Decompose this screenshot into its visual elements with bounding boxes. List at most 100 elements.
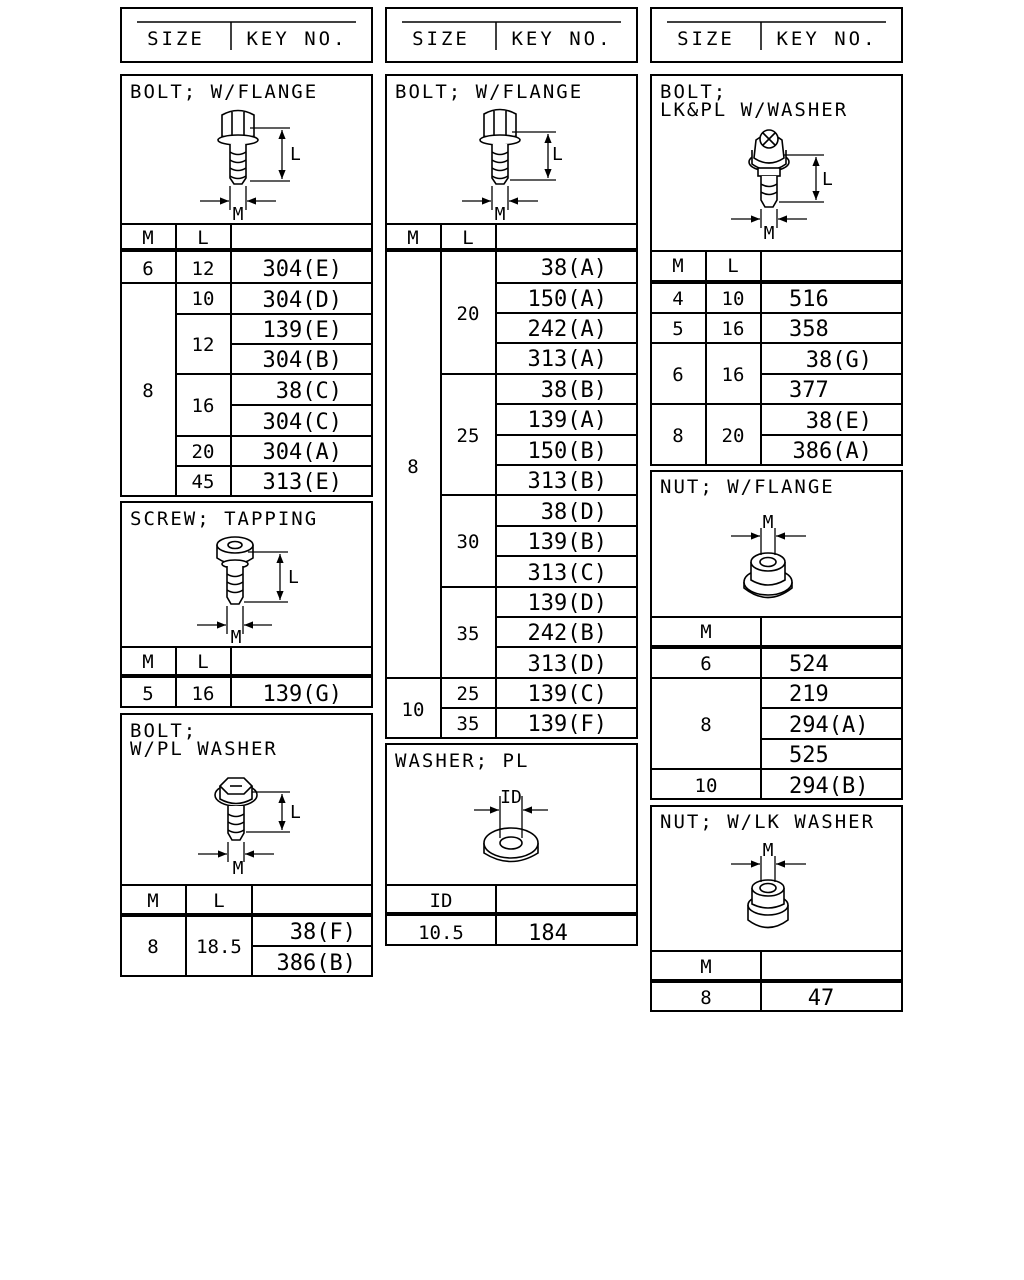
- key-no: 294(B): [789, 774, 868, 799]
- l-value: 12: [192, 258, 215, 280]
- lockwasher-nut-icon: [731, 856, 806, 929]
- panel-title: W/PL WASHER: [130, 738, 278, 760]
- column-header-m: M: [700, 621, 711, 643]
- key-no: 139(D): [528, 591, 607, 616]
- column-header-m: M: [700, 956, 711, 978]
- key-no: 139(C): [528, 682, 607, 707]
- dimension-label: L: [290, 144, 301, 165]
- dimension-label: L: [822, 169, 833, 190]
- l-value: 16: [192, 395, 215, 417]
- key-no: 304(D): [263, 288, 342, 313]
- key-no: 219: [789, 682, 829, 707]
- panel-title: BOLT; W/FLANGE: [395, 81, 583, 103]
- column-header-l: L: [727, 255, 738, 277]
- dimension-label: M: [231, 627, 242, 648]
- panel-title: NUT; W/LK WASHER: [660, 811, 875, 833]
- key-no: 139(A): [528, 408, 607, 433]
- l-value: 20: [722, 425, 745, 447]
- header-key-1: KEY NO.: [246, 28, 347, 50]
- l-value: 16: [192, 683, 215, 705]
- m-value: 6: [142, 258, 153, 280]
- l-value: 35: [457, 623, 480, 645]
- panel-washer-pl: [385, 743, 638, 946]
- m-value: 10: [402, 699, 425, 721]
- key-no: 358: [789, 317, 829, 342]
- m-value: 8: [147, 936, 158, 958]
- m-value: 5: [142, 683, 153, 705]
- m-value: 4: [672, 288, 683, 310]
- header-box-3: [650, 7, 903, 63]
- lockwasher-bolt-icon: [731, 129, 824, 228]
- m-value: 6: [672, 364, 683, 386]
- key-no: 184: [528, 921, 568, 946]
- key-no: 304(A): [263, 440, 342, 465]
- column-header-m: M: [407, 227, 418, 249]
- key-no: 139(B): [528, 530, 607, 555]
- m-value: 8: [142, 380, 153, 402]
- washer-bolt-icon: [198, 777, 290, 862]
- column-header-l: L: [197, 651, 208, 673]
- key-no: 516: [789, 287, 829, 312]
- key-no: 304(C): [263, 410, 342, 435]
- flange-bolt-b-icon: [462, 108, 556, 210]
- flange-nut-icon: [731, 528, 806, 599]
- key-no: 38(F): [290, 920, 356, 945]
- key-no: 139(G): [263, 682, 342, 707]
- key-no: 313(E): [263, 470, 342, 495]
- l-value: 10: [192, 288, 215, 310]
- dimension-label: L: [288, 567, 299, 588]
- column-header-id: ID: [430, 890, 453, 912]
- key-no: 38(G): [806, 348, 872, 373]
- l-value: 25: [457, 683, 480, 705]
- dimension-label: M: [495, 204, 506, 225]
- key-no: 313(A): [528, 347, 607, 372]
- m-value: 6: [700, 653, 711, 675]
- panel-title: NUT; W/FLANGE: [660, 476, 835, 498]
- dimension-label: M: [233, 204, 244, 225]
- panel-title: LK&PL W/WASHER: [660, 99, 848, 121]
- flange-bolt-a-icon: [200, 109, 290, 210]
- l-value: 35: [457, 713, 480, 735]
- l-value: 16: [722, 364, 745, 386]
- l-value: 12: [192, 334, 215, 356]
- panel-bolt-flange-b: [385, 74, 638, 739]
- l-value: 20: [457, 303, 480, 325]
- l-value: 20: [192, 441, 215, 463]
- column-header-l: L: [462, 227, 473, 249]
- key-no: 304(E): [263, 257, 342, 282]
- dimension-label: M: [233, 858, 244, 879]
- panel-screw-tapping: [120, 501, 373, 708]
- key-no: 47: [808, 986, 835, 1011]
- key-no: 313(C): [528, 561, 607, 586]
- panel-title: BOLT;: [130, 720, 197, 742]
- key-no: 150(B): [528, 439, 607, 464]
- l-value: 18.5: [196, 936, 242, 958]
- key-no: 386(A): [793, 439, 872, 464]
- dimension-label: L: [290, 802, 301, 823]
- key-no: 294(A): [789, 713, 868, 738]
- key-no: 38(C): [276, 379, 342, 404]
- key-no: 304(B): [263, 348, 342, 373]
- key-no: 242(A): [528, 317, 607, 342]
- key-no: 313(D): [528, 652, 607, 677]
- id-value: 10.5: [418, 922, 464, 944]
- m-value: 8: [672, 425, 683, 447]
- key-no: 139(F): [528, 712, 607, 737]
- key-no: 38(A): [541, 256, 607, 281]
- dimension-label: M: [763, 512, 774, 533]
- column-header-l: L: [197, 227, 208, 249]
- column-header-m: M: [142, 651, 153, 673]
- m-value: 10: [695, 775, 718, 797]
- dimension-label: M: [764, 223, 775, 244]
- panel-bolt-pl-washer: [120, 713, 373, 977]
- m-value: 8: [700, 714, 711, 736]
- l-value: 30: [457, 531, 480, 553]
- panel-nut-lk-washer: [650, 805, 903, 1012]
- m-value: 8: [407, 456, 418, 478]
- dimension-label: L: [552, 144, 563, 165]
- column-header-m: M: [147, 890, 158, 912]
- key-no: 242(B): [528, 621, 607, 646]
- key-no: 38(E): [806, 409, 872, 434]
- column-header-l: L: [213, 890, 224, 912]
